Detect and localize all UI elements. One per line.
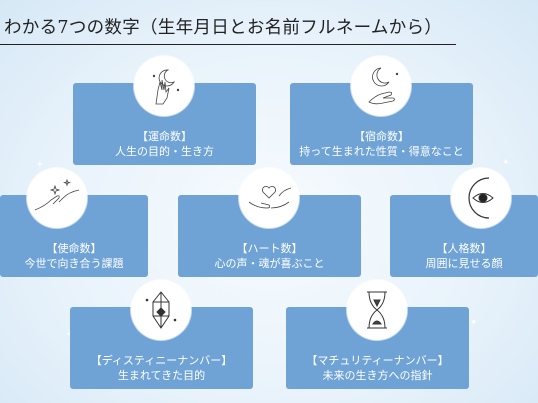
card-desc: 未来の生き方への指針	[322, 369, 433, 382]
hand-moon-icon	[134, 56, 194, 116]
card-heading: 【ハート数】	[236, 242, 303, 255]
card-desc: 今世で向き合う課題	[24, 257, 124, 270]
card-desc: 持って生まれた性質・得意なこと	[299, 145, 464, 158]
hourglass-icon	[347, 280, 407, 340]
card-desc: 生まれてきた目的	[117, 369, 206, 382]
card-heading: 【マチュリティーナンバー】	[306, 354, 449, 367]
card-destiny: 【ディスティニーナンバー】 生まれてきた目的	[70, 307, 253, 389]
title-underline	[0, 44, 456, 45]
sparkle-icon: ✦	[502, 158, 510, 168]
sparkle-icon: ✦	[66, 330, 74, 340]
page-title: わかる7つの数字（生年月日とお名前フルネームから）	[4, 18, 443, 38]
card-heading: 【宿命数】	[354, 130, 409, 143]
card-desc: 周囲に見せる顔	[425, 257, 503, 270]
card-heading: 【運命数】	[137, 130, 192, 143]
sparkle-icon: ✦	[470, 318, 478, 328]
sparkle-icon: ✦	[36, 160, 44, 170]
card-heading: 【ディスティニーナンバー】	[90, 354, 233, 367]
card-heading: 【人格数】	[436, 242, 492, 255]
eye-moon-icon	[451, 168, 511, 228]
card-desc: 人生の目的・生き方	[115, 145, 214, 158]
hands-heart-icon	[239, 168, 299, 228]
hand-crescent-icon	[351, 56, 411, 116]
card-heading: 【使命数】	[46, 242, 102, 255]
crystal-icon	[131, 280, 191, 340]
card-desc: 心の声・魂が喜ぶこと	[214, 257, 325, 270]
hands-stars-icon	[27, 168, 87, 228]
